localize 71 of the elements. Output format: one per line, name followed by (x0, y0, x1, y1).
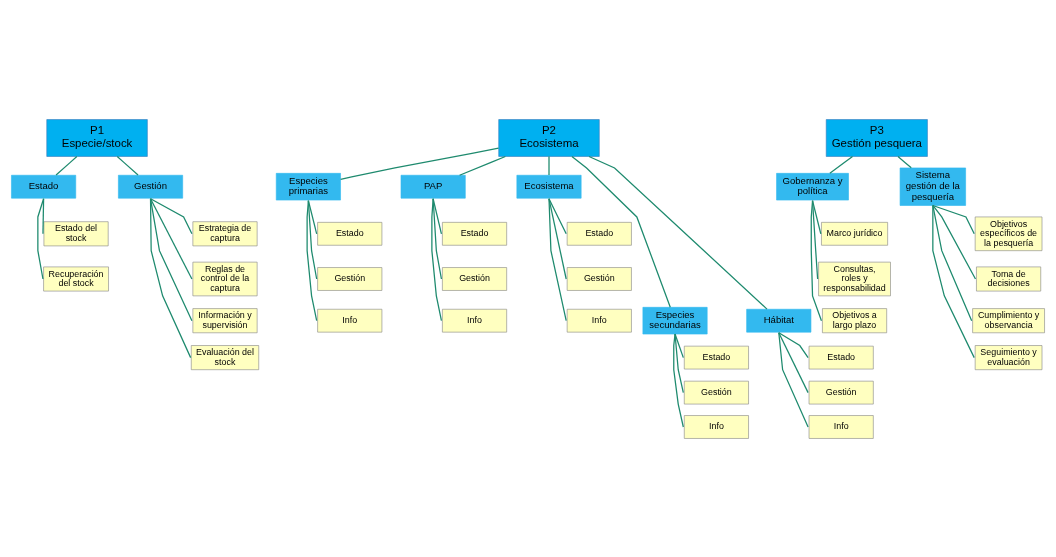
connector (458, 155, 506, 176)
connector (431, 197, 443, 321)
connector (932, 204, 975, 358)
node-box: Sistema gestión de la pesquería (899, 167, 966, 206)
connector (306, 199, 318, 321)
node-box: Info (317, 308, 383, 332)
connector (149, 197, 193, 321)
node-box: Gestión (317, 266, 383, 291)
node-box: Info (566, 308, 632, 332)
node-box: Marco jurídico (821, 221, 888, 246)
node-box: Especies primarias (275, 172, 341, 200)
node-box: Gestión (683, 380, 749, 404)
connector (37, 197, 45, 280)
node-box: P1 Especie/stock (46, 118, 148, 157)
connector (897, 155, 912, 168)
node-box: Ecosistema (516, 174, 582, 198)
node-box: Gestión (118, 174, 183, 198)
connector (340, 147, 500, 180)
node-box: Info (442, 308, 507, 332)
node-box: Objetivos a largo plazo (822, 307, 887, 333)
node-box: Estado (683, 345, 749, 369)
connector (778, 331, 809, 428)
node-box: Gestión (566, 266, 632, 291)
node-box: Consultas, roles y responsabilidad (818, 261, 891, 296)
node-box: Estado (808, 345, 874, 369)
node-box: Información y supervisión (192, 307, 258, 333)
connector (829, 155, 854, 174)
node-box: Objetivos específicos de la pesquería (974, 216, 1043, 251)
connector (588, 155, 768, 310)
node-box: Seguimiento y evaluación (974, 344, 1043, 370)
node-box: Gestión (442, 266, 507, 291)
connector (548, 197, 567, 321)
node-box: P3 Gestión pesquera (825, 118, 928, 157)
node-box: Info (683, 414, 749, 439)
connector (932, 204, 977, 280)
node-box: Estado (317, 221, 383, 246)
connector (548, 197, 567, 280)
connector (778, 331, 809, 358)
connector (149, 197, 193, 280)
connector (571, 155, 671, 308)
connector (673, 332, 684, 428)
connector (932, 204, 973, 321)
node-box: Hábitat (746, 308, 812, 332)
connector (778, 331, 809, 393)
connector (811, 199, 822, 234)
node-box: Evaluación del stock (190, 344, 260, 370)
connector (116, 155, 139, 176)
node-box: Gobernanza y política (776, 172, 849, 200)
connector (932, 204, 975, 234)
node-box: Reglas de control de la captura (192, 261, 258, 296)
node-box: PAP (400, 174, 466, 198)
node-box: Estado (566, 221, 632, 246)
node-box: P2 Ecosistema (498, 118, 600, 157)
node-box: Estrategia de captura (192, 220, 258, 246)
node-box: Estado (11, 174, 77, 198)
connector (307, 199, 318, 280)
node-box: Especies secundarias (642, 306, 708, 334)
node-box: Gestión (808, 380, 874, 404)
connector (548, 197, 567, 234)
connector (149, 197, 192, 358)
node-box: Cumplimiento y observancia (972, 307, 1045, 333)
connector (810, 199, 823, 321)
connector (307, 199, 318, 234)
connector (548, 155, 550, 176)
node-box: Recuperación del stock (43, 266, 109, 291)
connector (55, 155, 78, 176)
node-box: Toma de decisiones (976, 266, 1042, 291)
node-box: Info (808, 414, 874, 439)
connector (149, 197, 193, 234)
node-box: Estado (442, 221, 507, 246)
node-box: Estado del stock (43, 220, 109, 246)
